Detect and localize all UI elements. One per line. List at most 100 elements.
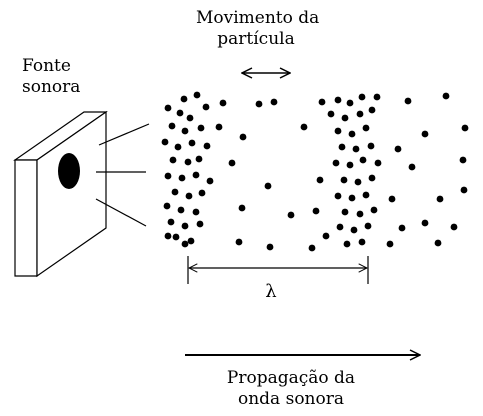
particle bbox=[181, 240, 189, 248]
particle bbox=[238, 204, 246, 212]
particle bbox=[235, 238, 243, 246]
particle bbox=[356, 210, 364, 218]
particle bbox=[195, 155, 203, 163]
particle bbox=[228, 159, 236, 167]
particle bbox=[196, 220, 204, 228]
particle bbox=[364, 222, 372, 230]
particle bbox=[308, 244, 316, 252]
particle bbox=[373, 93, 381, 101]
particle bbox=[168, 122, 176, 130]
particle bbox=[368, 174, 376, 182]
particle bbox=[356, 110, 364, 118]
particle bbox=[336, 223, 344, 231]
particle bbox=[338, 143, 346, 151]
particle bbox=[334, 127, 342, 135]
particle-motion-label: Movimento da partícula bbox=[196, 8, 320, 50]
particle bbox=[176, 109, 184, 117]
emission-line-bottom bbox=[95, 198, 147, 227]
particle bbox=[188, 139, 196, 147]
particle bbox=[346, 99, 354, 107]
particle bbox=[421, 130, 429, 138]
air-particles bbox=[161, 91, 469, 252]
box-side-face bbox=[14, 159, 38, 277]
particle bbox=[192, 171, 200, 179]
particle bbox=[404, 97, 412, 105]
particle bbox=[388, 195, 396, 203]
particle bbox=[197, 124, 205, 132]
particle bbox=[408, 163, 416, 171]
particle-motion-label-line2: partícula bbox=[217, 29, 295, 49]
particle bbox=[354, 178, 362, 186]
particle bbox=[460, 186, 468, 194]
particle bbox=[334, 96, 342, 104]
propagation-label-line2: onda sonora bbox=[237, 389, 344, 409]
particle bbox=[316, 176, 324, 184]
particle bbox=[327, 110, 335, 118]
particle bbox=[215, 123, 223, 131]
particle-motion-label-line1: Movimento da bbox=[196, 8, 320, 28]
particle bbox=[187, 237, 195, 245]
particle bbox=[341, 208, 349, 216]
particle bbox=[461, 124, 469, 132]
particle bbox=[184, 158, 192, 166]
particle bbox=[341, 114, 349, 122]
particle bbox=[394, 145, 402, 153]
sound-source-label: Fonte sonora bbox=[22, 56, 102, 98]
particle bbox=[163, 202, 171, 210]
particle bbox=[203, 142, 211, 150]
particle bbox=[164, 232, 172, 240]
particle bbox=[206, 177, 214, 185]
particle bbox=[362, 124, 370, 132]
particle bbox=[192, 208, 200, 216]
particle bbox=[334, 192, 342, 200]
particle bbox=[350, 226, 358, 234]
particle bbox=[167, 218, 175, 226]
particle bbox=[343, 240, 351, 248]
particle bbox=[368, 106, 376, 114]
particle bbox=[172, 233, 180, 241]
propagation-label-line1: Propagação da bbox=[226, 368, 356, 388]
sound-source-label-line1: Fonte bbox=[22, 56, 71, 76]
particle bbox=[193, 91, 201, 99]
particle bbox=[300, 123, 308, 131]
particle bbox=[180, 95, 188, 103]
particle bbox=[346, 161, 354, 169]
particle bbox=[178, 174, 186, 182]
particle bbox=[358, 238, 366, 246]
particle bbox=[198, 189, 206, 197]
particle bbox=[169, 156, 177, 164]
particle bbox=[181, 222, 189, 230]
particle bbox=[177, 206, 185, 214]
emission-line-top bbox=[98, 123, 150, 146]
emission-lines bbox=[95, 123, 150, 227]
particle bbox=[421, 219, 429, 227]
particle bbox=[332, 159, 340, 167]
particle bbox=[362, 191, 370, 199]
particle bbox=[264, 182, 272, 190]
particle bbox=[436, 195, 444, 203]
particle bbox=[340, 176, 348, 184]
particle bbox=[434, 239, 442, 247]
particle bbox=[348, 194, 356, 202]
particle bbox=[312, 207, 320, 215]
particle bbox=[219, 99, 227, 107]
particle bbox=[450, 223, 458, 231]
particle bbox=[202, 103, 210, 111]
particle bbox=[266, 243, 274, 251]
particle bbox=[367, 142, 375, 150]
particle bbox=[318, 98, 326, 106]
particle bbox=[358, 93, 366, 101]
particle bbox=[374, 159, 382, 167]
propagation-label: Propagação da onda sonora bbox=[216, 368, 366, 410]
particle bbox=[171, 188, 179, 196]
particle bbox=[398, 224, 406, 232]
particle bbox=[386, 240, 394, 248]
sound-source-label-line2: sonora bbox=[22, 77, 81, 97]
particle bbox=[270, 98, 278, 106]
box-front-face bbox=[36, 110, 107, 278]
particle bbox=[186, 114, 194, 122]
particle bbox=[164, 104, 172, 112]
particle bbox=[181, 127, 189, 135]
speaker-cone bbox=[58, 153, 80, 189]
